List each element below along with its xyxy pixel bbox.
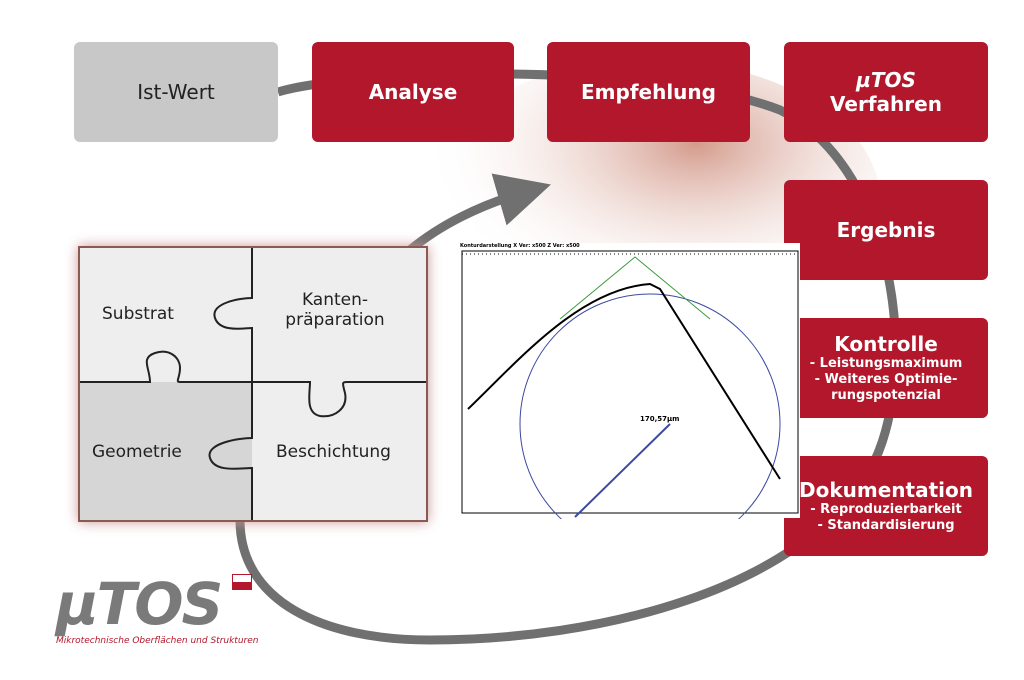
puzzle-substrat: Substrat (102, 304, 174, 324)
puzzle-kantenpraeparation: Kanten-präparation (275, 290, 395, 330)
dokumentation-box: Dokumentation - Reproduzierbarkeit - Sta… (784, 456, 988, 556)
analyse-box: Analyse (312, 42, 514, 142)
verfahren-label-2: Verfahren (830, 92, 942, 116)
puzzle-kanten-1: Kanten- (301, 290, 369, 310)
puzzle-beschichtung: Beschichtung (276, 442, 391, 462)
ist-wert-label: Ist-Wert (137, 80, 215, 104)
radius-label: 170,57µm (640, 415, 680, 423)
ergebnis-label: Ergebnis (836, 218, 936, 242)
logo-mark: µTOS (56, 570, 223, 638)
kontrolle-title: Kontrolle (834, 332, 938, 356)
logo-emblem-icon (232, 574, 252, 590)
kontrolle-box: Kontrolle - Leistungsmaximum - Weiteres … (784, 318, 988, 418)
dokumentation-item: - Reproduzierbarkeit (810, 502, 962, 517)
chart-plot (461, 250, 799, 519)
puzzle-geometrie-bg (80, 382, 252, 520)
puzzle-geometrie: Geometrie (92, 442, 182, 462)
puzzle-lines (80, 248, 426, 520)
analyse-label: Analyse (368, 80, 458, 104)
dokumentation-item: - Standardisierung (817, 518, 955, 533)
verfahren-label-1: µTOS (856, 68, 916, 92)
kontrolle-item: - Leistungsmaximum (809, 356, 963, 371)
logo-tagline: Mikrotechnische Oberflächen und Struktur… (56, 636, 259, 646)
puzzle-kanten-2: präparation (285, 310, 385, 330)
kontrolle-item: - Weiteres Optimie- (814, 372, 958, 387)
logo: µTOS Mikrotechnische Oberflächen und Str… (56, 570, 266, 650)
empfehlung-box: Empfehlung (547, 42, 750, 142)
contour-chart: Konturdarstellung X Ver: x500 Z Ver: x50… (460, 243, 800, 519)
ergebnis-box: Ergebnis (784, 180, 988, 280)
dokumentation-title: Dokumentation (799, 478, 973, 502)
ist-wert-box: Ist-Wert (74, 42, 278, 142)
empfehlung-label: Empfehlung (581, 80, 716, 104)
chart-header: Konturdarstellung X Ver: x500 Z Ver: x50… (460, 243, 580, 249)
puzzle: Substrat Kanten-präparation Geometrie Be… (78, 246, 428, 522)
kontrolle-item: rungspotenzial (831, 388, 941, 403)
